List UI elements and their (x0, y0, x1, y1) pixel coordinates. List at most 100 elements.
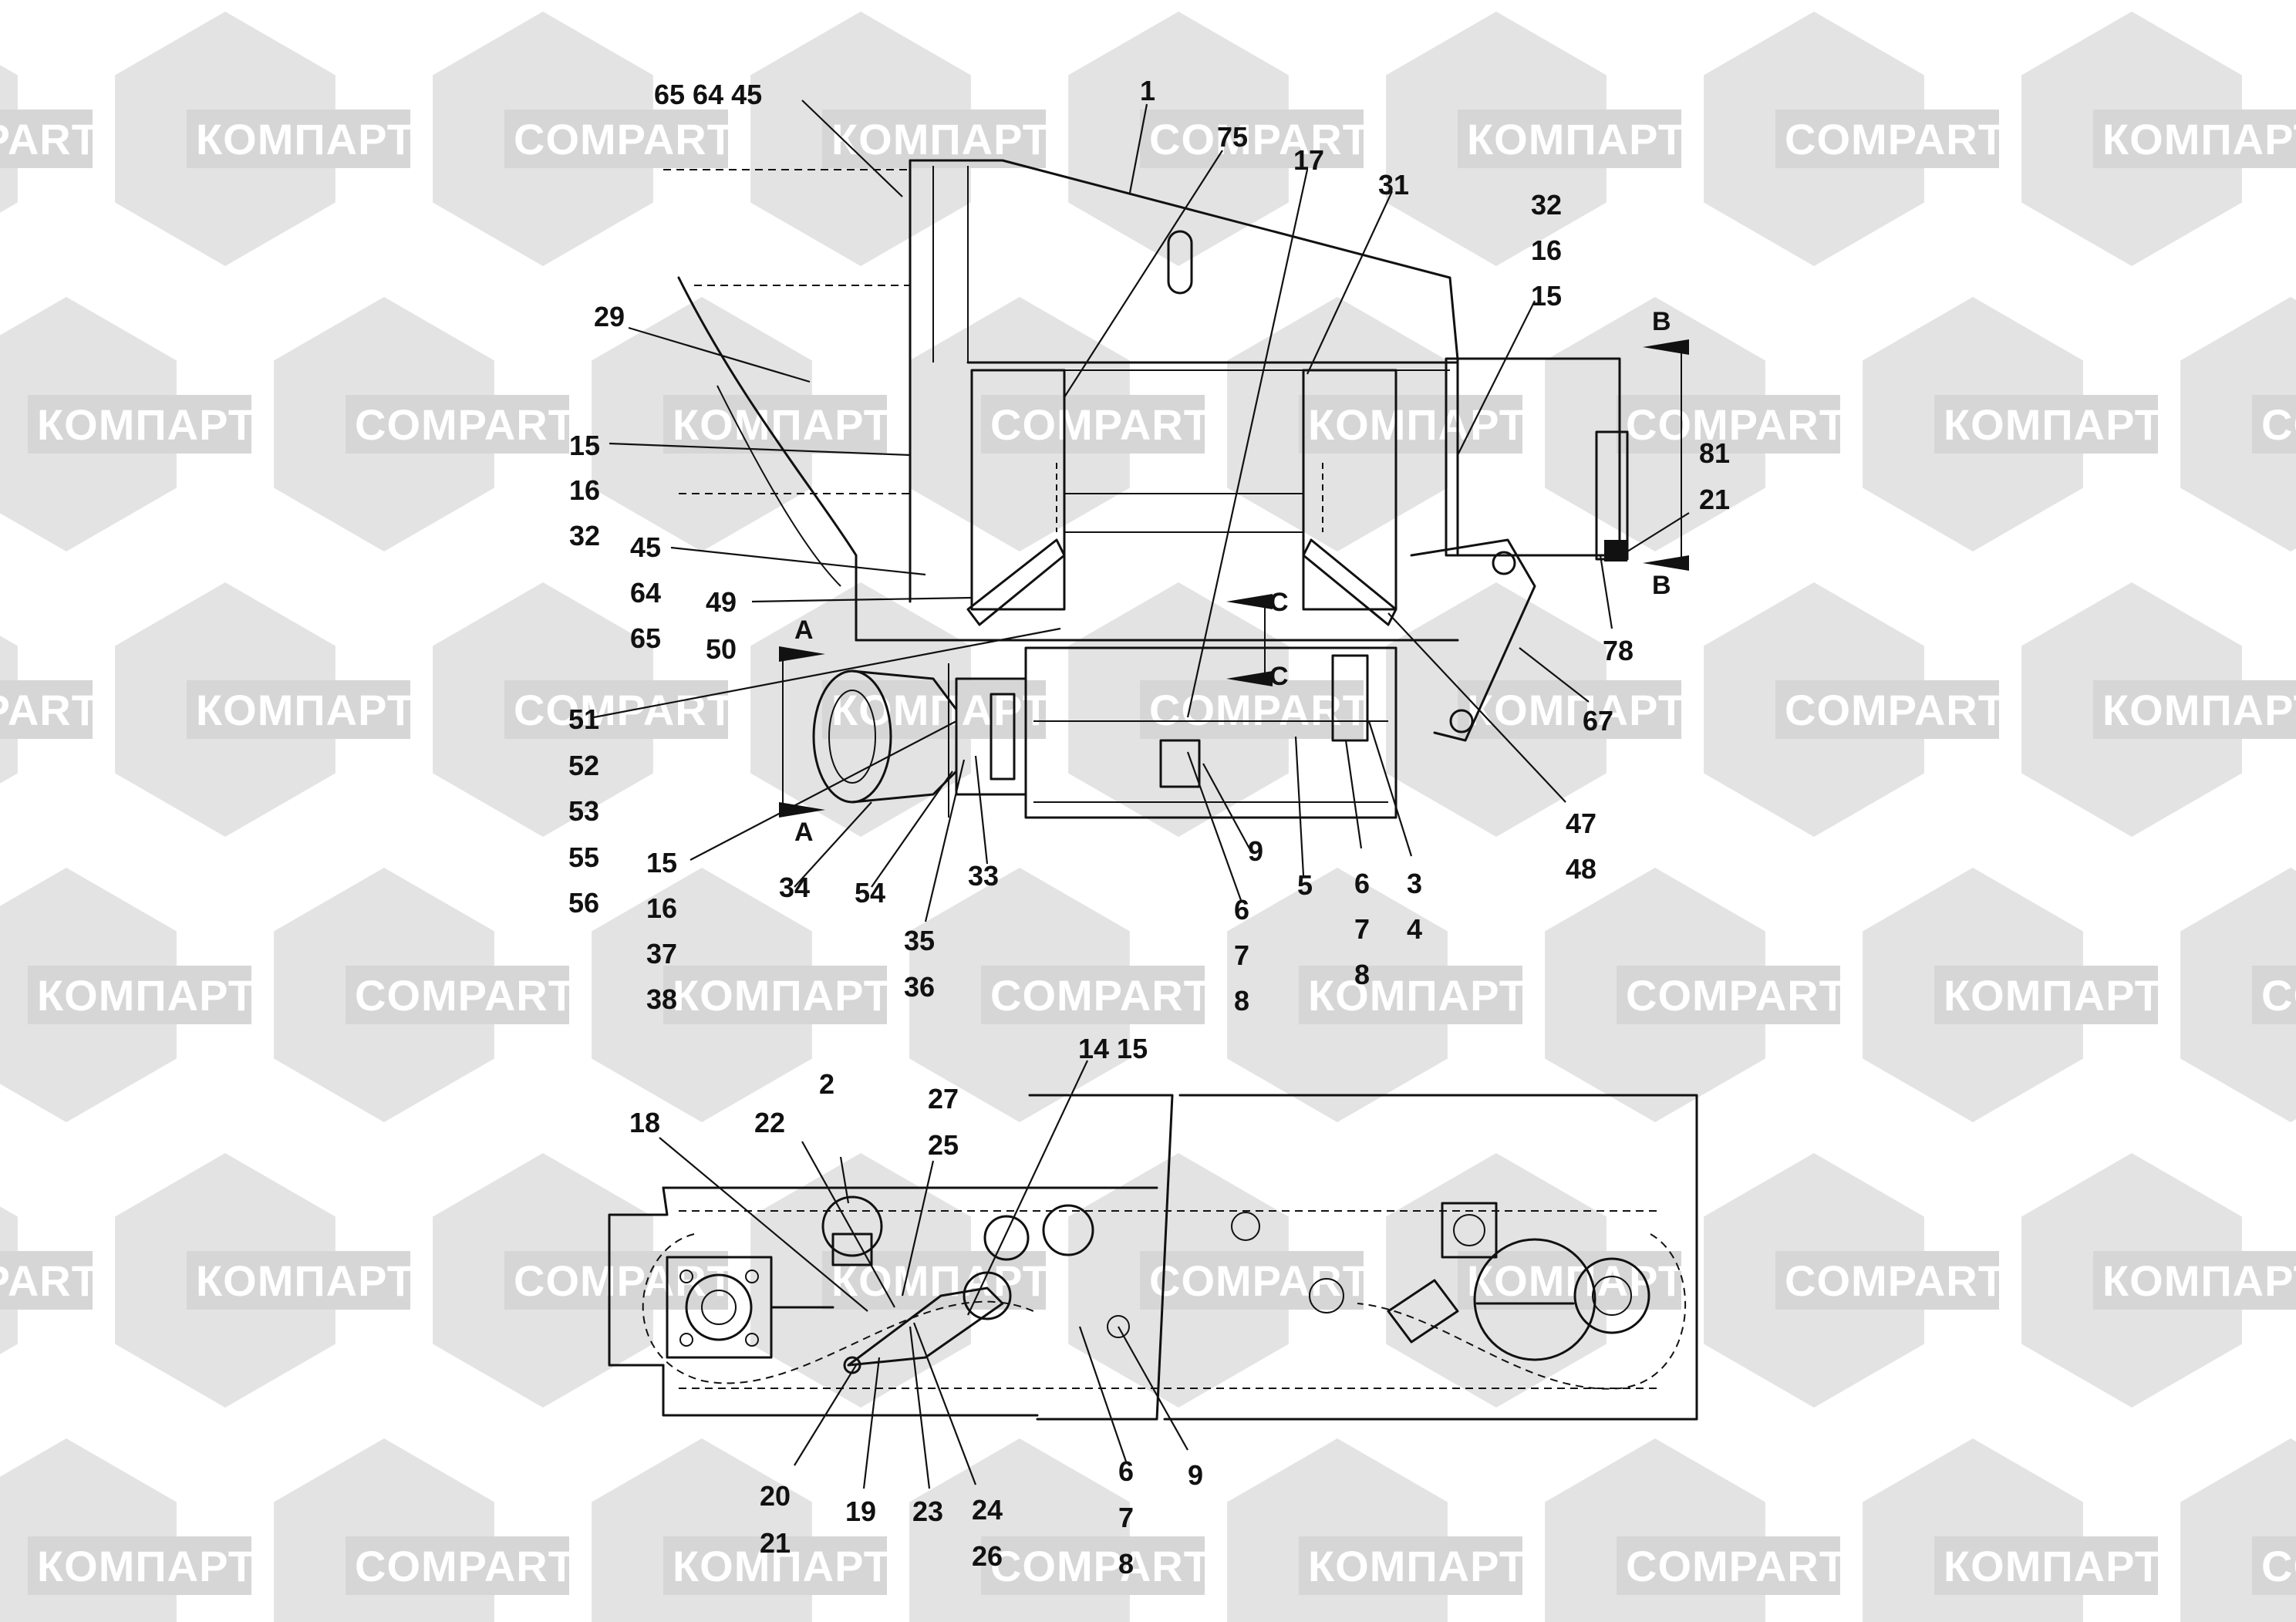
watermark-band (2252, 966, 2296, 1024)
callout-48: 48 (1566, 853, 1596, 885)
watermark-hexagon (2180, 297, 2296, 551)
watermark-text-latin: COMPART (355, 1542, 575, 1590)
callout-47: 47 (1566, 808, 1596, 839)
callout-15-motor: 15 (646, 847, 677, 878)
watermark-band (1458, 1251, 1681, 1310)
watermark-band (1140, 110, 1364, 168)
watermark-band (2252, 1536, 2296, 1595)
callout-24: 24 (972, 1494, 1003, 1526)
watermark-band (504, 110, 728, 168)
watermark-band (1617, 395, 1840, 454)
watermark-band (1617, 966, 1840, 1024)
watermark-band (346, 1536, 569, 1595)
callout-1: 1 (1140, 75, 1155, 106)
watermark-text-cyrillic: КОМПАРТ (831, 686, 1050, 734)
callout-8-upper-left: 8 (1234, 985, 1249, 1017)
watermark-text-latin: COMPART (514, 1256, 734, 1305)
callout-9-lower: 9 (1188, 1459, 1203, 1491)
watermark-text-latin: COMPART (355, 971, 575, 1020)
watermark-text-cyrillic: КОМПАРТ (2102, 115, 2296, 164)
callout-16-right: 16 (1531, 234, 1562, 266)
watermark-band (346, 966, 569, 1024)
watermark-text-latin: COMPART (0, 686, 99, 734)
callout-38: 38 (646, 983, 677, 1015)
watermark-text-cyrillic: КОМПАРТ (2102, 686, 2296, 734)
callout-67: 67 (1583, 705, 1613, 737)
watermark-text-latin: COMPART (1785, 1256, 2005, 1305)
watermark-band (28, 395, 251, 454)
watermark-text-cyrillic: КОМПАРТ (1308, 971, 1526, 1020)
watermark-band (1299, 395, 1522, 454)
watermark-band (663, 395, 887, 454)
callout-6-lower: 6 (1118, 1455, 1134, 1487)
callout-35: 35 (904, 925, 935, 956)
callout-21-right: 21 (1699, 484, 1730, 515)
watermark-text-cyrillic: КОМПАРТ (1467, 686, 1685, 734)
watermark-text-cyrillic: КОМПАРТ (196, 1256, 414, 1305)
watermark-band (1299, 966, 1522, 1024)
watermark-text-cyrillic: КОМПАРТ (673, 971, 891, 1020)
watermark-text-latin: COMPART (1149, 115, 1370, 164)
watermark-text-cyrillic: КОМПАРТ (37, 971, 255, 1020)
watermark-band (28, 966, 251, 1024)
section-marker-b: B B (1643, 307, 1689, 600)
watermark-band (1775, 1251, 1999, 1310)
callout-2: 2 (819, 1068, 834, 1100)
watermark-text-cyrillic: КОМПАРТ (673, 400, 891, 449)
watermark-text-latin: COMPART (0, 115, 99, 164)
watermark-band (187, 680, 410, 739)
watermark-band (663, 966, 887, 1024)
callout-3: 3 (1407, 868, 1422, 899)
callout-64: 64 (630, 577, 661, 609)
watermark-hexagon (2180, 868, 2296, 1122)
callout-81: 81 (1699, 437, 1730, 469)
watermark-band (981, 966, 1205, 1024)
watermark-band (1934, 1536, 2158, 1595)
watermark-text-latin: COMPART (1149, 686, 1370, 734)
watermark-band (1299, 1536, 1522, 1595)
callout-33: 33 (968, 860, 999, 892)
watermark-text-latin: COMPART (2261, 971, 2296, 1020)
watermark-text-latin: COMPART (990, 1542, 1211, 1590)
callout-25: 25 (928, 1129, 959, 1161)
callout-27: 27 (928, 1083, 959, 1114)
callout-7-upper-right: 7 (1354, 913, 1370, 945)
watermark-text-cyrillic: КОМПАРТ (2102, 1256, 2296, 1305)
callout-65: 65 (630, 622, 661, 654)
callout-17: 17 (1293, 144, 1324, 176)
watermark-band (28, 1536, 251, 1595)
watermark-text-cyrillic: КОМПАРТ (37, 400, 255, 449)
watermark-band (504, 680, 728, 739)
watermark-text-latin: COMPART (1626, 971, 1846, 1020)
callout-49: 49 (706, 586, 737, 618)
watermark-text-latin: COMPART (1149, 1256, 1370, 1305)
watermark-text-cyrillic: КОМПАРТ (196, 686, 414, 734)
callout-15-left: 15 (569, 430, 600, 461)
watermark-band (1458, 110, 1681, 168)
watermark-band (1775, 680, 1999, 739)
watermark-text-cyrillic: КОМПАРТ (831, 1256, 1050, 1305)
section-marker-a: A A (779, 615, 825, 847)
callout-4: 4 (1407, 913, 1422, 945)
watermark-band (2093, 110, 2296, 168)
callout-7-lower: 7 (1118, 1502, 1134, 1533)
section-c-bottom-label: C (1269, 662, 1289, 691)
watermark-band (822, 680, 1046, 739)
callout-31: 31 (1378, 169, 1409, 201)
watermark-text-cyrillic: КОМПАРТ (1308, 400, 1526, 449)
watermark-text-latin: COMPART (0, 1256, 99, 1305)
callout-labels: 65 64 45 1 75 17 31 32 16 15 29 15 16 32… (568, 75, 1730, 1580)
callout-6-upper-right: 6 (1354, 868, 1370, 899)
callout-19: 19 (845, 1496, 876, 1527)
callout-20: 20 (760, 1480, 791, 1512)
callout-51: 51 (568, 703, 599, 735)
watermark-text-latin: COMPART (514, 686, 734, 734)
section-a-bottom-label: A (794, 818, 814, 847)
callout-75: 75 (1217, 121, 1248, 153)
section-marker-c: C C (1226, 588, 1289, 691)
callout-37: 37 (646, 938, 677, 969)
callout-8-lower: 8 (1118, 1548, 1134, 1580)
section-b-top-label: B (1652, 307, 1671, 336)
callout-16-left: 16 (569, 474, 600, 506)
